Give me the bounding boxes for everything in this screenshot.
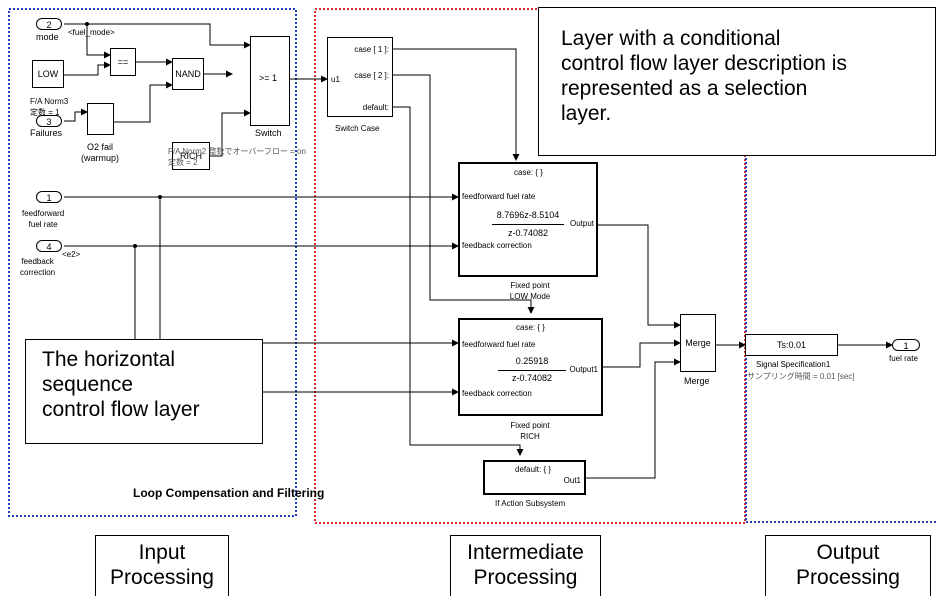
low-tf-numerator: 8.7696z-8.5104: [496, 210, 560, 220]
switch-case-label: Switch Case: [335, 124, 380, 133]
intermediate-processing-label: Intermediate Processing: [450, 535, 601, 596]
u1-port: u1: [331, 75, 340, 84]
feedback-label: feedback correction: [20, 257, 56, 277]
case2-port: case [ 2 ]:: [354, 71, 389, 80]
merge-block: Merge: [680, 314, 716, 372]
rich-constant-label: F/A Norm2 整数でオーバーフロー = on 定数 = 2: [168, 147, 306, 167]
feedforward-label: feedforward fuel rate: [22, 209, 65, 229]
low-case: case: { }: [514, 168, 543, 177]
low-constant: LOW: [32, 60, 64, 88]
signal-spec-sample-time: サンプリング時間 = 0.01 [sec]: [747, 372, 855, 381]
default-port: default:: [362, 103, 389, 112]
rich-subsystem: case: { } feedforward fuel rate feedback…: [458, 318, 603, 416]
rich-case: case: { }: [516, 323, 545, 332]
low-subsystem-label: Fixed point LOW Mode: [509, 281, 551, 301]
output-processing-label: Output Processing: [765, 535, 931, 596]
nand-block: NAND: [172, 58, 204, 90]
low-constant-label: F/A Norm3 定数 = 1: [30, 97, 69, 117]
feedback-signal: <e2>: [62, 250, 81, 259]
rich-subsystem-label: Fixed point RICH: [510, 421, 550, 441]
equal-block: ==: [110, 48, 136, 76]
default-out-port: Out1: [563, 476, 581, 485]
mode-inport: 2: [36, 18, 62, 30]
failures-label: Failures: [30, 128, 63, 138]
selection-layer-callout: Layer with a conditional control flow la…: [538, 7, 936, 156]
output-processing-frame: [745, 150, 936, 523]
rich-text: RICH: [180, 151, 202, 161]
input-processing-frame: [8, 8, 297, 517]
feedforward-inport: 1: [36, 191, 62, 203]
default-subsystem-label: If Action Subsystem: [495, 499, 566, 508]
rich-tf-denominator: z-0.74082: [511, 373, 553, 383]
merge-label: Merge: [684, 376, 710, 386]
equal-text: ==: [117, 57, 129, 67]
o2-fail-block: [87, 103, 114, 135]
signal-spec-block: Ts:0.01: [745, 334, 838, 356]
feedback-inport: 4: [36, 240, 62, 252]
switch-case-block: case [ 1 ]: case [ 2 ]: default: u1: [327, 37, 393, 117]
default-case: default: { }: [515, 465, 552, 474]
rich-out-port: Output1: [569, 365, 598, 374]
rich-ff-port: feedforward fuel rate: [462, 340, 536, 349]
rich-tf-bar: [498, 370, 566, 371]
case1-port: case [ 1 ]:: [354, 45, 389, 54]
low-ff-port: feedforward fuel rate: [462, 192, 536, 201]
default-subsystem: default: { } Out1: [483, 460, 586, 495]
signal-spec-text: Ts:0.01: [776, 340, 807, 350]
low-fb-port: feedback correction: [462, 241, 532, 250]
low-subsystem: case: { } feedforward fuel rate feedback…: [458, 162, 598, 277]
input-processing-label: Input Processing: [95, 535, 229, 596]
rich-tf-numerator: 0.25918: [515, 356, 549, 366]
failures-inport: 3: [36, 115, 62, 127]
fuel-mode-signal: <fuel_mode>: [68, 28, 115, 37]
o2-fail-label: O2 fail (warmup): [80, 142, 119, 163]
rich-fb-port: feedback correction: [462, 389, 532, 398]
rich-constant: RICH: [172, 142, 210, 170]
signal-spec-label: Signal Specification1: [756, 360, 831, 369]
fuel-rate-outport: 1: [892, 339, 920, 351]
loop-compensation-label: Loop Compensation and Filtering: [133, 486, 325, 500]
fuel-rate-label: fuel rate: [889, 354, 918, 363]
low-text: LOW: [37, 69, 59, 79]
switch-block: >= 1: [250, 36, 290, 126]
switch-label: Switch: [255, 128, 282, 138]
merge-text: Merge: [685, 338, 711, 348]
low-out-port: Output: [569, 219, 594, 228]
low-tf-bar: [492, 224, 564, 225]
low-tf-denominator: z-0.74082: [507, 228, 549, 238]
nand-text: NAND: [175, 69, 201, 79]
switch-threshold: >= 1: [259, 73, 278, 84]
horizontal-layer-callout: The horizontal sequence control flow lay…: [25, 339, 263, 444]
mode-label: mode: [36, 32, 59, 42]
